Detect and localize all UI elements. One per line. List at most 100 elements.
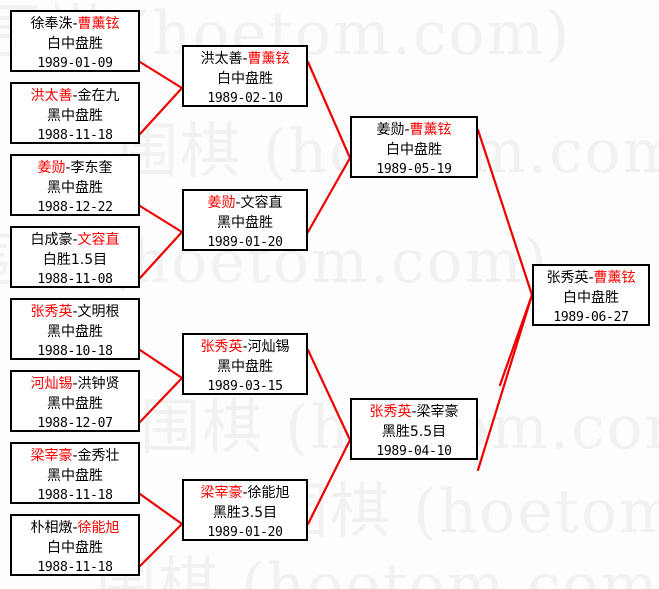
player-right: 曹薰铉 <box>247 51 290 67</box>
player-left: 徐奉洙 <box>30 16 73 32</box>
connector-r2m2-r3m1 <box>306 156 352 234</box>
connector-r1m7-r2m4 <box>138 492 184 526</box>
match-players: 梁宰豪-徐能旭 <box>184 483 306 503</box>
player-right: 金在九 <box>77 88 120 104</box>
player-right: 文容直 <box>77 232 120 248</box>
match-box-r1m2[interactable]: 洪太善-金在九 黑中盘胜 1988-11-18 <box>10 82 140 144</box>
player-right: 徐能旭 <box>247 485 290 501</box>
match-date: 1989-06-27 <box>553 309 629 325</box>
match-result: 白中盘胜 <box>47 540 103 557</box>
match-result: 黑胜3.5目 <box>212 505 278 522</box>
match-result: 黑中盘胜 <box>47 108 103 125</box>
player-right: 曹薰铉 <box>593 270 636 286</box>
match-box-r3m1[interactable]: 姜勋-曹薰铉 白中盘胜 1989-05-19 <box>350 116 478 178</box>
player-right: 河灿锡 <box>247 339 290 355</box>
match-result: 黑中盘胜 <box>47 396 103 413</box>
match-date: 1989-01-20 <box>207 524 283 540</box>
match-date: 1988-12-22 <box>37 199 113 215</box>
connector-r2m4-r3m2 <box>306 438 352 526</box>
player-separator: - <box>242 339 248 355</box>
player-right: 文明根 <box>77 304 120 320</box>
match-players: 张秀英-曹薰铉 <box>534 268 648 288</box>
player-left: 张秀英 <box>30 304 73 320</box>
match-date: 1989-01-20 <box>207 234 283 250</box>
player-separator: - <box>72 16 78 32</box>
match-date: 1989-02-10 <box>207 90 283 106</box>
player-separator: - <box>411 404 417 420</box>
player-left: 姜勋 <box>376 122 405 138</box>
player-separator: - <box>588 270 594 286</box>
match-date: 1989-04-10 <box>376 443 452 459</box>
connector-r3m2-final <box>476 293 534 472</box>
player-right: 洪钟贤 <box>77 376 120 392</box>
match-box-r1m7[interactable]: 梁宰豪-金秀壮 黑中盘胜 1988-11-18 <box>10 442 140 504</box>
player-left: 河灿锡 <box>30 376 73 392</box>
connector-r1m3-r2m2 <box>138 204 184 234</box>
match-box-r1m6[interactable]: 河灿锡-洪钟贤 黑中盘胜 1988-12-07 <box>10 370 140 432</box>
match-players: 河灿锡-洪钟贤 <box>12 374 138 394</box>
player-left: 梁宰豪 <box>200 485 243 501</box>
player-left: 张秀英 <box>369 404 412 420</box>
match-result: 黑中盘胜 <box>47 180 103 197</box>
player-left: 白成豪 <box>30 232 73 248</box>
player-separator: - <box>72 520 78 536</box>
player-left: 朴相燉 <box>30 520 73 536</box>
match-players: 张秀英-文明根 <box>12 302 138 322</box>
player-left: 张秀英 <box>546 270 589 286</box>
connector-r1m6-r2m3 <box>138 376 184 424</box>
player-left: 张秀英 <box>200 339 243 355</box>
player-right: 徐能旭 <box>77 520 120 536</box>
match-players: 朴相燉-徐能旭 <box>12 518 138 538</box>
player-separator: - <box>72 448 78 464</box>
match-date: 1988-11-18 <box>37 559 113 575</box>
connector-r1m2-r2m1 <box>138 86 184 136</box>
player-left: 洪太善 <box>30 88 73 104</box>
match-box-r1m4[interactable]: 白成豪-文容直 白胜1.5目 1988-11-08 <box>10 226 140 288</box>
match-result: 黑中盘胜 <box>217 215 273 232</box>
player-left: 梁宰豪 <box>30 448 73 464</box>
player-separator: - <box>404 122 410 138</box>
match-date: 1989-03-15 <box>207 378 283 394</box>
match-box-r2m1[interactable]: 洪太善-曹薰铉 白中盘胜 1989-02-10 <box>182 45 308 107</box>
connector-r1m4-r2m2 <box>138 230 184 280</box>
player-left: 姜勋 <box>207 195 236 211</box>
match-result: 白胜1.5目 <box>42 252 108 269</box>
watermark-text: 围棋 (hoetom.com) <box>96 551 659 589</box>
connector-r1m5-r2m3 <box>138 348 184 380</box>
match-players: 姜勋-李东奎 <box>12 158 138 178</box>
match-players: 徐奉洙-曹薰铉 <box>12 14 138 34</box>
player-right: 梁宰豪 <box>416 404 459 420</box>
match-result: 白中盘胜 <box>47 36 103 53</box>
connector-r1m8-r2m4 <box>138 522 184 568</box>
connector-r1m1-r2m1 <box>138 60 184 90</box>
player-separator: - <box>242 485 248 501</box>
match-result: 黑中盘胜 <box>47 324 103 341</box>
player-separator: - <box>242 51 248 67</box>
match-box-r2m2[interactable]: 姜勋-文容直 黑中盘胜 1989-01-20 <box>182 189 308 251</box>
player-right: 曹薰铉 <box>77 16 120 32</box>
match-players: 洪太善-曹薰铉 <box>184 49 306 69</box>
player-separator: - <box>65 160 71 176</box>
match-box-r1m5[interactable]: 张秀英-文明根 黑中盘胜 1988-10-18 <box>10 298 140 360</box>
match-box-r3m2[interactable]: 张秀英-梁宰豪 黑胜5.5目 1989-04-10 <box>350 398 478 460</box>
player-separator: - <box>72 304 78 320</box>
player-left: 姜勋 <box>37 160 66 176</box>
match-date: 1989-05-19 <box>376 161 452 177</box>
player-right: 李东奎 <box>70 160 113 176</box>
match-box-r1m8[interactable]: 朴相燉-徐能旭 白中盘胜 1988-11-18 <box>10 514 140 576</box>
match-box-r1m3[interactable]: 姜勋-李东奎 黑中盘胜 1988-12-22 <box>10 154 140 216</box>
player-left: 洪太善 <box>200 51 243 67</box>
match-box-final[interactable]: 张秀英-曹薰铉 白中盘胜 1989-06-27 <box>532 264 650 326</box>
connector-r3m1-final <box>476 128 534 297</box>
match-result: 黑中盘胜 <box>47 468 103 485</box>
match-date: 1989-01-09 <box>37 55 113 71</box>
player-right: 文容直 <box>240 195 283 211</box>
match-date: 1988-11-08 <box>37 271 113 287</box>
match-players: 洪太善-金在九 <box>12 86 138 106</box>
connector-final-tail <box>498 293 534 387</box>
match-box-r2m4[interactable]: 梁宰豪-徐能旭 黑胜3.5目 1989-01-20 <box>182 479 308 541</box>
player-right: 曹薰铉 <box>409 122 452 138</box>
match-box-r1m1[interactable]: 徐奉洙-曹薰铉 白中盘胜 1989-01-09 <box>10 10 140 72</box>
match-box-r2m3[interactable]: 张秀英-河灿锡 黑中盘胜 1989-03-15 <box>182 333 308 395</box>
match-players: 姜勋-曹薰铉 <box>352 120 476 140</box>
